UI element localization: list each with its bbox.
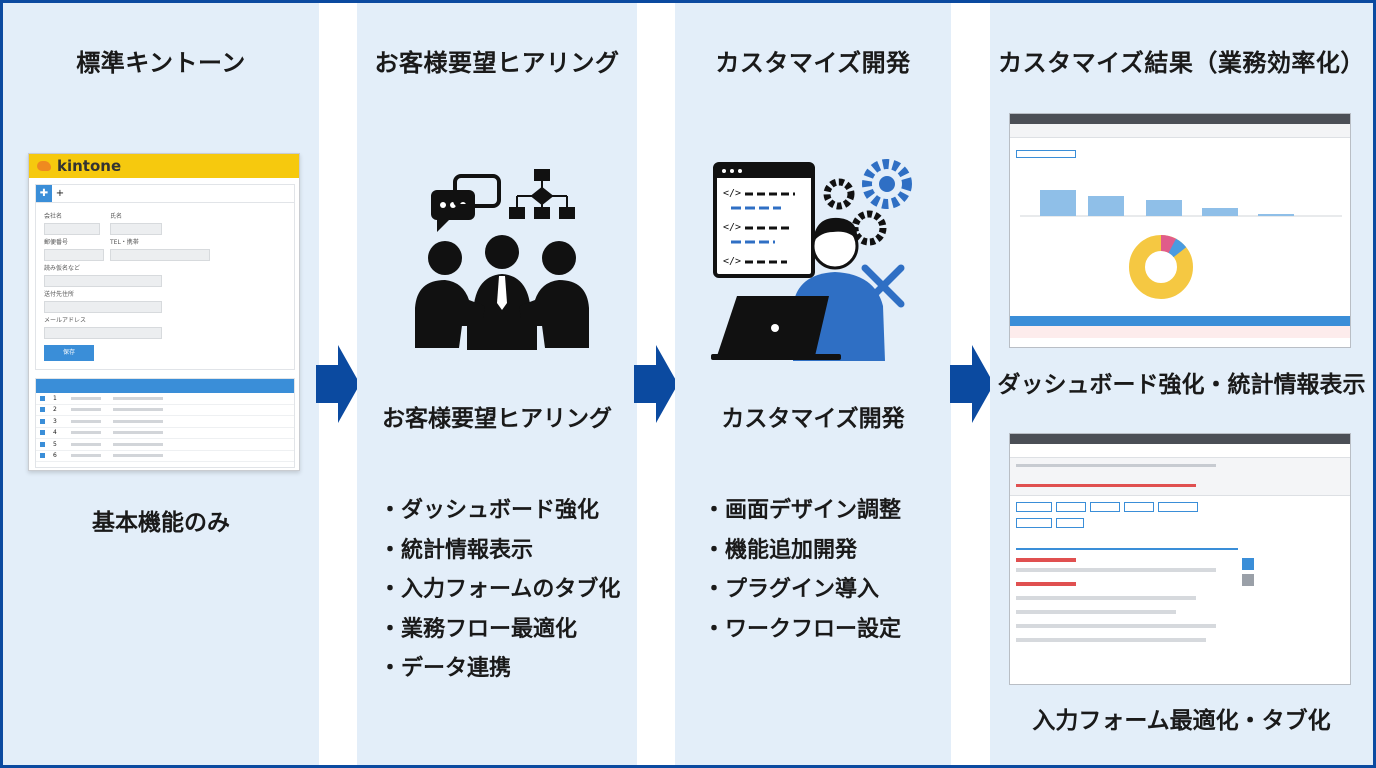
column-caption: 基本機能のみ — [92, 510, 230, 536]
kintone-field: 読み仮名など — [44, 263, 162, 287]
meeting-people-icon — [415, 235, 589, 350]
result-caption-form: 入力フォーム最適化・タブ化 — [1032, 708, 1331, 734]
kintone-field: TEL・携帯 — [110, 237, 210, 261]
kintone-header: kintone — [29, 154, 299, 178]
form-fields — [1016, 568, 1242, 678]
app-nav-bar — [1010, 444, 1350, 458]
list-item: データ連携 — [379, 649, 620, 689]
list-item: 入力フォームのタブ化 — [379, 570, 620, 610]
list-item: 画面デザイン調整 — [703, 491, 901, 531]
kintone-input[interactable] — [110, 249, 210, 261]
bar-chart — [1020, 190, 1342, 217]
donut-chart — [1129, 235, 1193, 299]
list-item: 業務フロー最適化 — [379, 610, 620, 650]
kintone-form-tabs: ✚ + — [36, 185, 294, 203]
result-caption-dashboard: ダッシュボード強化・統計情報表示 — [997, 372, 1366, 398]
table-header — [1010, 316, 1350, 326]
kintone-field: 送付先住所 — [44, 289, 162, 313]
table-row[interactable]: 2 — [36, 405, 294, 416]
column-title: カスタマイズ結果（業務効率化） — [998, 49, 1365, 77]
kintone-input[interactable] — [44, 249, 104, 261]
dashboard-screenshot — [1009, 113, 1351, 348]
table-row[interactable] — [1010, 326, 1350, 338]
column-hearing: お客様要望ヒアリング お客様要望ヒアリング — [357, 3, 637, 765]
kintone-save-button[interactable]: 保存 — [44, 345, 94, 361]
side-panel-icons[interactable] — [1242, 558, 1254, 588]
kintone-form: ✚ + 会社名 氏名 郵便番号 TEL・携帯 読み仮名など 送付先住所 メールア… — [35, 184, 295, 370]
column-title: カスタマイズ開発 — [715, 49, 911, 77]
kintone-logo-icon — [37, 161, 51, 171]
table-row[interactable]: 6 — [36, 451, 294, 462]
kintone-screenshot: kintone ✚ + 会社名 氏名 郵便番号 TEL・携帯 読み仮名など 送付… — [28, 153, 300, 471]
svg-text:</>: </> — [723, 222, 741, 233]
column-title: お客様要望ヒアリング — [374, 49, 620, 77]
action-buttons — [1016, 502, 1236, 530]
column-development: カスタマイズ開発 </> </> </> — [675, 3, 951, 765]
kintone-logo-text: kintone — [57, 157, 122, 175]
arrow-right-icon — [634, 345, 678, 423]
chat-bubbles-icon — [431, 174, 501, 232]
app-nav-bar — [1010, 124, 1350, 138]
arrow-right-icon — [950, 345, 994, 423]
notice-area — [1010, 458, 1350, 496]
kintone-input[interactable] — [44, 223, 100, 235]
table-row[interactable]: 3 — [36, 416, 294, 428]
kintone-input[interactable] — [44, 275, 162, 287]
developer-laptop-icon — [711, 217, 885, 361]
kintone-field: 郵便番号 — [44, 237, 104, 261]
column-title: 標準キントーン — [76, 49, 246, 77]
kintone-input[interactable] — [110, 223, 162, 235]
kintone-input[interactable] — [44, 327, 162, 339]
developer-illustration: </> </> </> — [711, 159, 912, 361]
kintone-input[interactable] — [44, 301, 162, 313]
table-row[interactable]: 4 — [36, 428, 294, 439]
kintone-list-header — [36, 379, 294, 393]
form-tabs[interactable] — [1016, 538, 1238, 550]
svg-text:</>: </> — [723, 188, 741, 199]
list-item: ダッシュボード強化 — [379, 491, 620, 531]
svg-text:</>: </> — [723, 256, 741, 267]
form-screenshot — [1009, 433, 1351, 685]
list-item: ワークフロー設定 — [703, 610, 901, 650]
table-row[interactable]: 5 — [36, 439, 294, 451]
kintone-field: 氏名 — [110, 211, 162, 235]
table-row[interactable]: 1 — [36, 393, 294, 405]
hearing-bullet-list: ダッシュボード強化 統計情報表示 入力フォームのタブ化 業務フロー最適化 データ… — [379, 491, 620, 689]
meeting-illustration — [415, 169, 589, 350]
kintone-field: 会社名 — [44, 211, 100, 235]
list-item: 統計情報表示 — [379, 531, 620, 571]
app-title-bar — [1010, 434, 1350, 444]
kintone-tab-active[interactable]: ✚ — [36, 185, 52, 202]
section-heading — [1016, 558, 1076, 562]
column-caption: カスタマイズ開発 — [721, 406, 905, 432]
code-window-icon: </> </> </> — [713, 162, 815, 278]
kintone-record-list: 1 2 3 4 5 6 — [35, 378, 295, 468]
kintone-field: メールアドレス — [44, 315, 162, 339]
list-item: プラグイン導入 — [703, 570, 901, 610]
view-selector[interactable] — [1016, 150, 1076, 158]
arrow-right-icon — [316, 345, 360, 423]
column-caption: お客様要望ヒアリング — [382, 406, 612, 432]
flowchart-icon — [509, 169, 575, 219]
kintone-tab-add[interactable]: + — [55, 188, 65, 199]
list-item: 機能追加開発 — [703, 531, 901, 571]
app-title-bar — [1010, 114, 1350, 124]
development-bullet-list: 画面デザイン調整 機能追加開発 プラグイン導入 ワークフロー設定 — [703, 491, 901, 649]
